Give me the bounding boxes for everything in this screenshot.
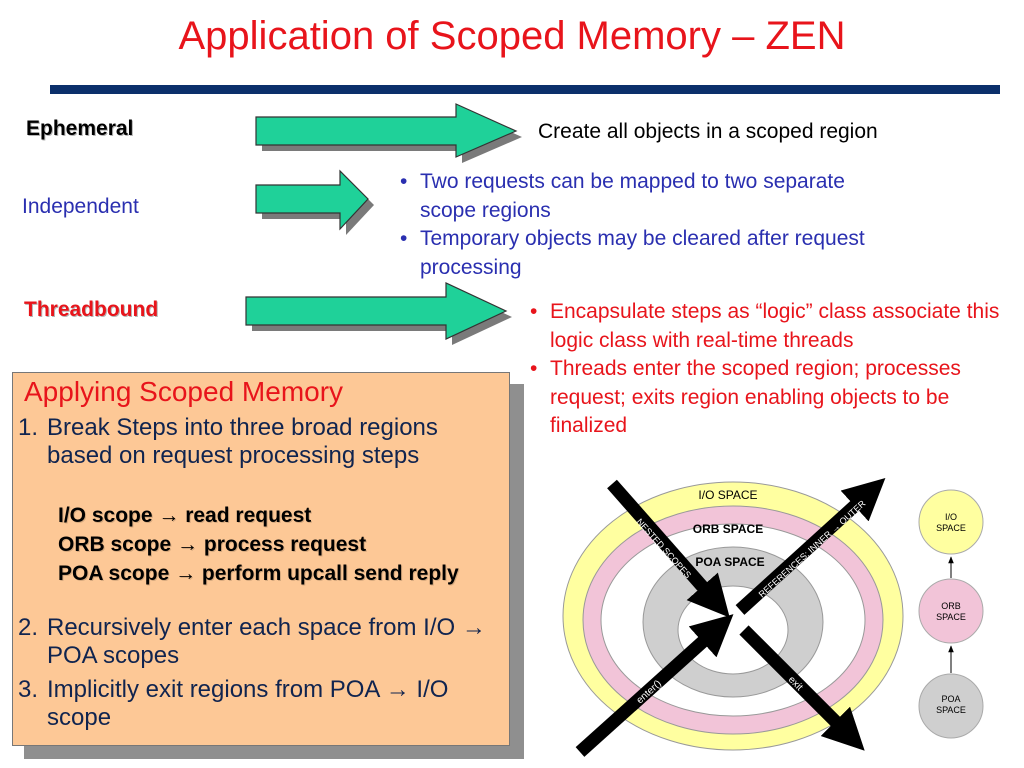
step-3-text: Implicitly exit regions from POA → I/O s… [47, 676, 449, 731]
node-poa-line1: POA [941, 694, 960, 704]
threadbound-arrow-icon [245, 282, 512, 345]
orb-space-text: ORB SPACE [693, 522, 763, 536]
box-step-2: 2. Recursively enter each space from I/O… [18, 614, 498, 670]
independent-bullet-1: Two requests can be mapped to two separa… [398, 168, 888, 225]
step-1-number: 1. [18, 414, 39, 441]
step-2-number: 2. [18, 614, 39, 641]
enter-arrow-icon [575, 614, 734, 757]
independent-bullets: Two requests can be mapped to two separa… [398, 168, 888, 282]
title-divider [50, 85, 1000, 94]
page-title: Application of Scoped Memory – ZEN [178, 14, 846, 58]
box-title: Applying Scoped Memory [24, 376, 344, 407]
ephemeral-description: Create all objects in a scoped region [538, 120, 878, 143]
exit-arrow-icon [739, 625, 865, 751]
node-orb-line2: SPACE [936, 612, 966, 622]
node-poa-space [918, 673, 984, 739]
independent-bullet-2: Temporary objects may be cleared after r… [398, 225, 888, 282]
references-arrow-icon [735, 478, 886, 615]
ephemeral-arrow-icon [255, 103, 522, 163]
threadbound-bullets: Encapsulate steps as “logic” class assoc… [528, 298, 1016, 441]
step-3-number: 3. [18, 676, 39, 703]
threadbound-label: Threadbound [24, 298, 159, 321]
step-1-text: Break Steps into three broad regions bas… [47, 414, 438, 469]
independent-label: Independent [22, 195, 139, 218]
applying-box [12, 372, 510, 746]
node-io-space [918, 489, 984, 555]
node-poa-line2: SPACE [936, 705, 966, 715]
node-io-line2: SPACE [936, 523, 966, 533]
box-sub-poa: POA scope → perform upcall send reply [58, 562, 459, 585]
nested-scopes-diagram: I/O SPACE ORB SPACE POA SPACE NESTED SCO… [562, 478, 984, 757]
ephemeral-label: Ephemeral [26, 117, 134, 140]
threadbound-bullet-1: Encapsulate steps as “logic” class assoc… [528, 298, 1016, 355]
box-step-1: 1. Break Steps into three broad regions … [18, 414, 498, 470]
poa-space-text: POA SPACE [695, 555, 764, 569]
io-space-text: I/O SPACE [698, 488, 757, 502]
threadbound-bullet-2: Threads enter the scoped region; process… [528, 355, 1016, 441]
box-sub-orb: ORB scope → process request [58, 533, 367, 556]
node-io-line1: I/O [945, 512, 957, 522]
box-sub-io: I/O scope → read request [58, 504, 312, 527]
step-2-text: Recursively enter each space from I/O → … [47, 614, 486, 669]
independent-arrow-icon [255, 169, 374, 235]
nested-scopes-arrow-icon [607, 479, 730, 618]
node-orb-space [918, 578, 984, 644]
box-step-3: 3. Implicitly exit regions from POA → I/… [18, 676, 498, 732]
node-orb-line1: ORB [941, 601, 961, 611]
